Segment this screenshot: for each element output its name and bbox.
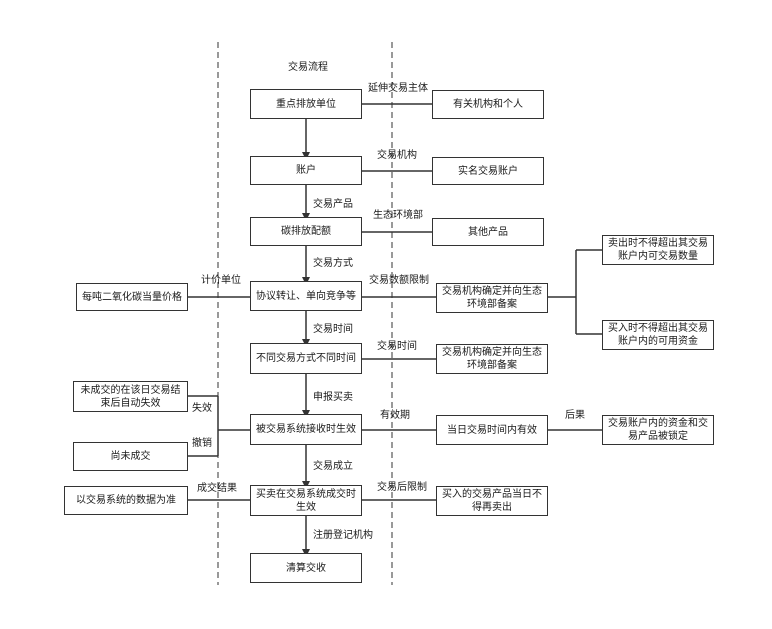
right-label-extended-subject: 延伸交易主体: [368, 83, 428, 94]
right-label-validity: 有效期: [380, 410, 410, 421]
left-label-result: 成交结果: [197, 483, 237, 494]
left-box-unfilled: 尚未成交: [73, 442, 188, 471]
flow-label-product: 交易产品: [313, 199, 353, 210]
right-label-ministry: 生态环境部: [373, 210, 423, 221]
left-label-price-unit: 计价单位: [201, 275, 241, 286]
right-label-volume-limit: 交易数额限制: [369, 275, 429, 286]
right-box-other-products: 其他产品: [432, 218, 544, 246]
left-box-auto-expire: 未成交的在该日交易结束后自动失效: [73, 381, 188, 412]
left-label-invalid: 失效: [192, 403, 212, 414]
main-box-trade-time: 不同交易方式不同时间: [250, 343, 362, 374]
main-box-account: 账户: [250, 156, 362, 185]
flow-label-time: 交易时间: [313, 324, 353, 335]
right-box-volume-filing: 交易机构确定并向生态环境部备案: [436, 283, 548, 313]
far-right-box-sell-limit: 卖出时不得超出其交易账户内可交易数量: [602, 235, 714, 265]
right-box-valid-today: 当日交易时间内有效: [436, 415, 548, 445]
flow-label-deal: 交易成立: [313, 461, 353, 472]
flow-label-declare: 申报买卖: [313, 392, 353, 403]
main-box-effective-on-receipt: 被交易系统接收时生效: [250, 414, 362, 445]
main-box-settlement: 清算交收: [250, 553, 362, 583]
far-right-label-consequence: 后果: [565, 410, 585, 421]
main-box-allowance: 碳排放配额: [250, 217, 362, 246]
far-right-box-buy-limit: 买入时不得超出其交易账户内的可用资金: [602, 320, 714, 350]
right-box-institutions: 有关机构和个人: [432, 90, 544, 119]
diagram-title: 交易流程: [288, 62, 328, 73]
left-box-price-unit: 每吨二氧化碳当量价格: [76, 283, 188, 311]
main-box-trade-method: 协议转让、单向竞争等: [250, 281, 362, 311]
main-box-emission-unit: 重点排放单位: [250, 89, 362, 119]
right-box-no-resale: 买入的交易产品当日不得再卖出: [436, 486, 548, 516]
left-label-revoke: 撤销: [192, 438, 212, 449]
right-label-post-trade-limit: 交易后限制: [377, 482, 427, 493]
flow-label-registry: 注册登记机构: [313, 530, 373, 541]
left-box-system-data: 以交易系统的数据为准: [64, 486, 188, 515]
right-label-institution: 交易机构: [377, 150, 417, 161]
flow-label-method: 交易方式: [313, 258, 353, 269]
right-box-real-name-account: 实名交易账户: [432, 157, 544, 185]
main-box-effective-on-deal: 买卖在交易系统成交时生效: [250, 485, 362, 516]
right-label-trade-time: 交易时间: [377, 341, 417, 352]
right-box-time-filing: 交易机构确定并向生态环境部备案: [436, 344, 548, 374]
far-right-box-locked: 交易账户内的资金和交易产品被锁定: [602, 415, 714, 445]
